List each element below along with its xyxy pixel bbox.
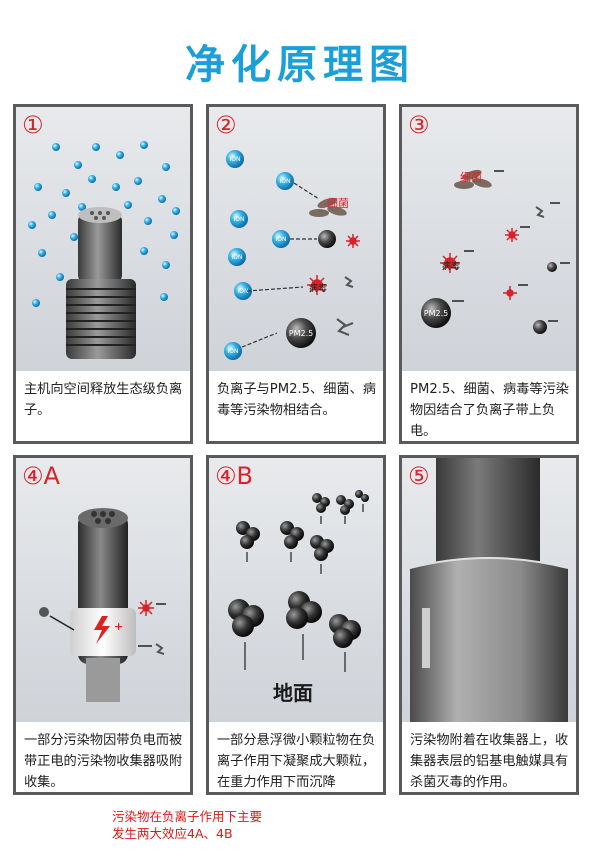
virus-icon bbox=[346, 234, 360, 248]
pm-particle bbox=[318, 230, 336, 248]
panel-1-illustration bbox=[16, 107, 190, 371]
footnote: 污染物在负离子作用下主要 发生两大效应4A、4B bbox=[112, 808, 262, 842]
panel-4a: + ④A 一部分污染物因带负电而被带正电的污染物收集器吸附收集。 bbox=[13, 455, 193, 795]
negative-ion-particles bbox=[28, 141, 180, 307]
panel-5: ⑤ 污染物附着在收集器上，收集器表层的铝基电触媒具有杀菌灭毒的作用。 bbox=[399, 455, 579, 795]
pm25-label: PM2.5 bbox=[289, 329, 313, 338]
plus-sign: + bbox=[114, 620, 123, 633]
virus-label: 病毒 bbox=[442, 260, 460, 272]
panel-1-caption: 主机向空间释放生态级负离子。 bbox=[24, 382, 183, 418]
panel-5-number: ⑤ bbox=[408, 462, 430, 490]
footnote-line-1: 污染物在负离子作用下主要 bbox=[112, 809, 263, 824]
bacteria-label: 细菌 bbox=[460, 171, 482, 184]
ion-label: ION bbox=[280, 178, 291, 185]
large-particle-clusters bbox=[228, 591, 361, 648]
panel-2: ION ION ION ION ION ION ION 细菌 bbox=[206, 104, 386, 444]
bacterium-icon bbox=[336, 318, 354, 337]
panel-4a-caption: 一部分污染物因带负电而被带正电的污染物收集器吸附收集。 bbox=[24, 733, 183, 790]
bacteria-label: 细菌 bbox=[327, 197, 349, 210]
bacteria-cluster bbox=[309, 197, 347, 217]
panel-3-illustration: 细菌 病毒 PM2.5 bbox=[402, 107, 576, 371]
pm25-label: PM2.5 bbox=[424, 309, 448, 318]
panel-5-caption: 污染物附着在收集器上，收集器表层的铝基电触媒具有杀菌灭毒的作用。 bbox=[410, 733, 569, 790]
panel-4b-illustration: 地面 bbox=[209, 458, 383, 722]
ion-generator-device bbox=[66, 207, 136, 359]
virus-cluster bbox=[440, 253, 460, 273]
page-title: 净化原理图 bbox=[185, 41, 415, 88]
panel-2-number: ② bbox=[215, 111, 237, 139]
small-particle-clusters bbox=[236, 490, 369, 561]
pm25-particle bbox=[421, 298, 451, 328]
panel-4a-number: ④A bbox=[22, 462, 60, 490]
panel-4b-caption: 一部分悬浮微小颗粒物在负离子作用下凝聚成大颗粒，在重力作用下而沉降 bbox=[217, 733, 376, 790]
panel-1: ① 主机向空间释放生态级负离子。 bbox=[13, 104, 193, 444]
charged-bacteria bbox=[454, 169, 492, 189]
virus-cluster bbox=[307, 275, 327, 295]
ion-label: ION bbox=[230, 156, 241, 163]
panel-4b-number: ④B bbox=[215, 462, 253, 490]
ground-label: 地面 bbox=[273, 681, 313, 705]
panel-4b: 地面 ④B 一部分悬浮微小颗粒物在负离子作用下凝聚成大颗粒，在重力作用下而沉降 bbox=[206, 455, 386, 795]
collector-plate bbox=[410, 558, 568, 722]
panel-2-caption: 负离子与PM2.5、细菌、病毒等污染物相结合。 bbox=[217, 382, 376, 418]
panel-1-number: ① bbox=[22, 111, 44, 139]
panel-3: 细菌 病毒 PM2.5 bbox=[399, 104, 579, 444]
ion-label: ION bbox=[276, 236, 287, 243]
panel-3-number: ③ bbox=[408, 111, 430, 139]
ion-particles bbox=[224, 150, 294, 360]
panel-3-caption: PM2.5、细菌、病毒等污染物因结合了负离子带上负电。 bbox=[410, 382, 569, 439]
ion-label: ION bbox=[238, 288, 249, 295]
virus-icon bbox=[138, 600, 154, 616]
pm25-particle bbox=[286, 318, 316, 348]
ion-label: ION bbox=[232, 254, 243, 261]
lightning-icon bbox=[94, 616, 110, 644]
panel-5-illustration bbox=[402, 458, 576, 722]
footnote-line-2: 发生两大效应4A、4B bbox=[112, 826, 233, 841]
bacterium-icon bbox=[344, 276, 354, 288]
ion-label: ION bbox=[228, 348, 239, 355]
virus-label: 病毒 bbox=[309, 282, 327, 294]
panel-4a-illustration: + bbox=[16, 458, 190, 722]
virus-icon bbox=[505, 228, 519, 242]
panel-2-illustration: ION ION ION ION ION ION ION 细菌 bbox=[209, 107, 383, 371]
ion-label: ION bbox=[234, 216, 245, 223]
